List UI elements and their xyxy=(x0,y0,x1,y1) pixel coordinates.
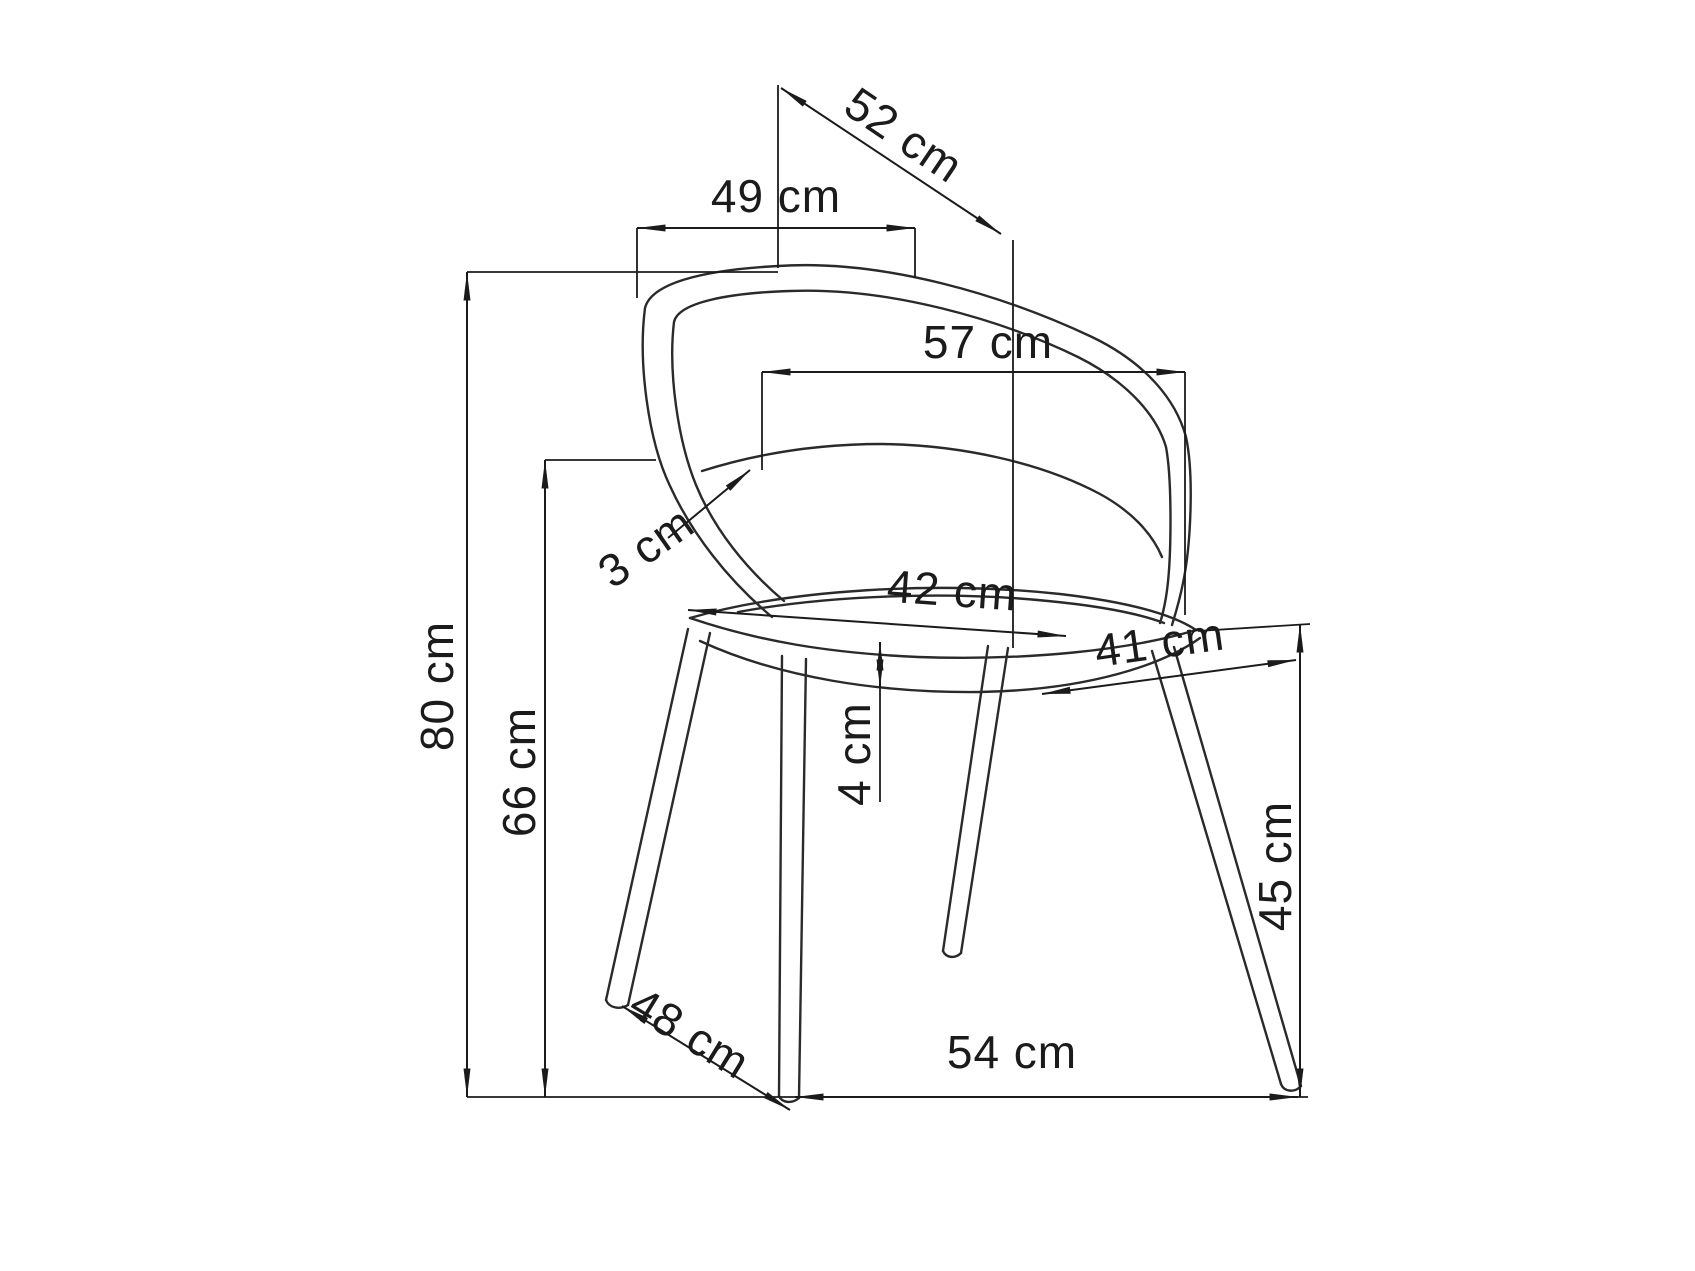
dimension-label-seat-edge-thickness: 4 cm xyxy=(828,702,880,806)
chair-seat-back-edge-path xyxy=(688,586,1198,632)
chair-back-right-foot-path xyxy=(941,949,963,959)
chair-back-left-leg-path xyxy=(604,627,690,1002)
dimension-backrest-top-width: 49 cm xyxy=(636,170,916,298)
dimension-armrest-height: 66 cm xyxy=(493,459,656,1097)
dimension-base-depth: 48 cm xyxy=(621,977,791,1111)
dimension-backrest-thickness: 3 cm xyxy=(588,469,751,598)
dimension-label-seat-depth: 41 cm xyxy=(1091,607,1227,677)
chair-front-right-leg-path xyxy=(1172,645,1303,1088)
dimension-line xyxy=(621,1005,791,1111)
chair-drawing xyxy=(604,264,1303,1104)
dimension-line xyxy=(687,608,1067,638)
dimension-label-armrest-span-width: 57 cm xyxy=(923,316,1053,368)
dimension-armrest-span-width: 57 cm xyxy=(761,316,1186,615)
dimension-line xyxy=(780,87,1002,235)
chair-back-left-leg-path xyxy=(626,631,712,1007)
dimension-seat-edge-thickness: 4 cm xyxy=(828,642,884,806)
chair-backrest-inner-path xyxy=(671,289,1172,625)
dimension-label-total-height: 80 cm xyxy=(411,621,463,751)
extension-line xyxy=(1197,623,1311,632)
chair-front-left-leg-path xyxy=(777,654,784,1098)
dimension-label-base-depth: 48 cm xyxy=(621,977,759,1089)
chair-front-right-leg-path xyxy=(1150,649,1283,1086)
chair-front-right-foot-path xyxy=(1279,1082,1303,1092)
dimension-seat-width: 42 cm xyxy=(687,560,1067,638)
chair-backrest-outer-path xyxy=(641,264,1192,627)
dimension-line xyxy=(1041,659,1297,695)
dimension-front-legs-spacing: 54 cm xyxy=(795,1026,1298,1101)
chair-back-right-leg-path xyxy=(941,644,990,953)
chair-backrest-bottom-edge-path xyxy=(700,442,1164,559)
dimension-seat-height: 45 cm xyxy=(1197,623,1311,1097)
chair-back-right-leg-path xyxy=(959,646,1010,955)
dimension-label-front-legs-spacing: 54 cm xyxy=(947,1026,1077,1078)
dimension-annotations: 80 cm 66 cm 49 cm 52 cm xyxy=(411,77,1311,1111)
dimension-label-backrest-top-width: 49 cm xyxy=(711,170,841,222)
dimension-label-seat-height: 45 cm xyxy=(1249,801,1301,931)
chair-seat-pad-path xyxy=(736,594,1166,625)
dimension-label-armrest-height: 66 cm xyxy=(493,707,545,837)
dimension-label-backrest-top-depth: 52 cm xyxy=(836,77,973,193)
dimension-total-height: 80 cm xyxy=(411,271,778,1097)
leader-line xyxy=(667,469,751,539)
dimension-label-backrest-thickness: 3 cm xyxy=(588,496,703,598)
chair-front-left-leg-path xyxy=(797,657,808,1100)
dimension-label-seat-width: 42 cm xyxy=(885,560,1019,621)
